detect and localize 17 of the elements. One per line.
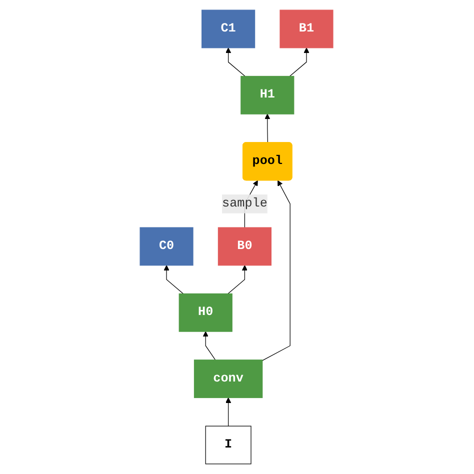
arrow bbox=[228, 265, 248, 294]
node-box: H1 bbox=[241, 76, 295, 114]
node-box: C1 bbox=[202, 10, 256, 48]
arrow bbox=[290, 48, 310, 77]
node-box: I bbox=[206, 426, 252, 464]
arrow bbox=[262, 180, 291, 361]
node-box: C0 bbox=[140, 227, 194, 266]
node-box: conv bbox=[194, 360, 264, 398]
arrow bbox=[226, 398, 232, 426]
arrow bbox=[226, 48, 246, 77]
arrow bbox=[203, 331, 216, 360]
arrow bbox=[164, 265, 184, 294]
node-box: B1 bbox=[280, 10, 334, 48]
arrow bbox=[265, 114, 271, 144]
node-box: B0 bbox=[218, 227, 272, 266]
edge-label: sample bbox=[222, 196, 268, 211]
node-box: H0 bbox=[179, 293, 233, 332]
